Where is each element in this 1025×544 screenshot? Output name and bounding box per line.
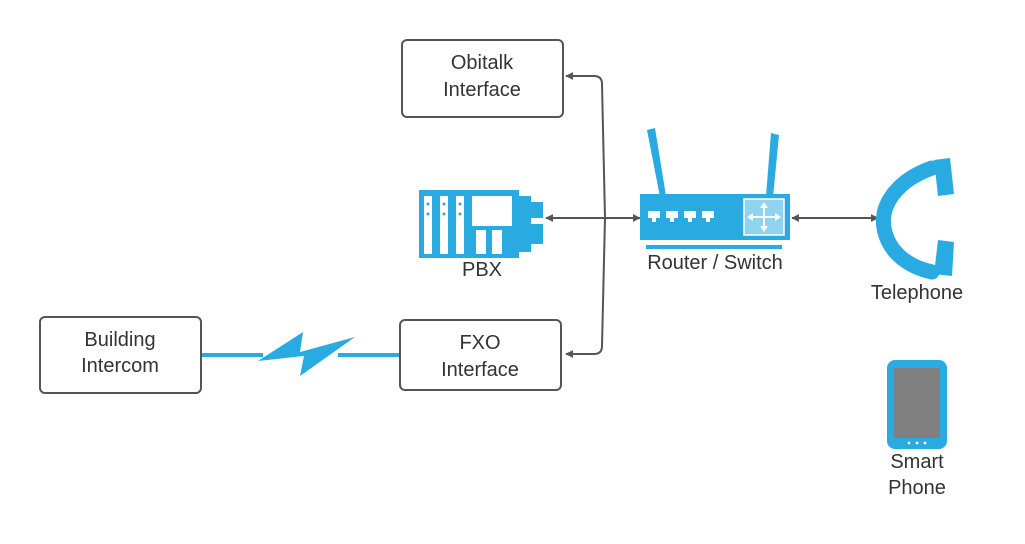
smartphone-label-line1: Smart bbox=[890, 451, 944, 473]
router-label: Router / Switch bbox=[647, 252, 783, 274]
obitalk-interface-node[interactable]: Obitalk Interface bbox=[401, 39, 564, 118]
smartphone-icon bbox=[887, 360, 947, 449]
fxo-link-arrow bbox=[565, 217, 606, 358]
smartphone-label-line2: Phone bbox=[888, 477, 946, 499]
pbx-device[interactable]: PBX bbox=[419, 190, 543, 281]
connectors bbox=[545, 72, 879, 358]
router-device[interactable]: Router / Switch bbox=[640, 128, 790, 274]
pbx-icon bbox=[419, 190, 543, 258]
telephone-label: Telephone bbox=[871, 282, 963, 304]
intercom-label-line2: Intercom bbox=[81, 355, 159, 377]
intercom-label-line1: Building bbox=[84, 329, 155, 351]
smartphone-device[interactable]: Smart Phone bbox=[887, 360, 947, 499]
lightning-bolt-icon bbox=[258, 332, 355, 376]
pbx-label: PBX bbox=[462, 259, 502, 281]
fxo-interface-node[interactable]: FXO Interface bbox=[399, 319, 562, 391]
building-intercom-node[interactable]: Building Intercom bbox=[39, 316, 202, 394]
obitalk-label-line1: Obitalk bbox=[451, 52, 514, 74]
obitalk-link-arrow bbox=[565, 72, 606, 219]
telephone-device[interactable]: Telephone bbox=[871, 158, 963, 304]
fxo-label-line1: FXO bbox=[459, 332, 500, 354]
telephone-icon bbox=[875, 158, 954, 280]
wireless-link bbox=[201, 332, 400, 376]
obitalk-label-line2: Interface bbox=[443, 79, 521, 101]
router-icon bbox=[640, 128, 790, 249]
fxo-label-line2: Interface bbox=[441, 359, 519, 381]
